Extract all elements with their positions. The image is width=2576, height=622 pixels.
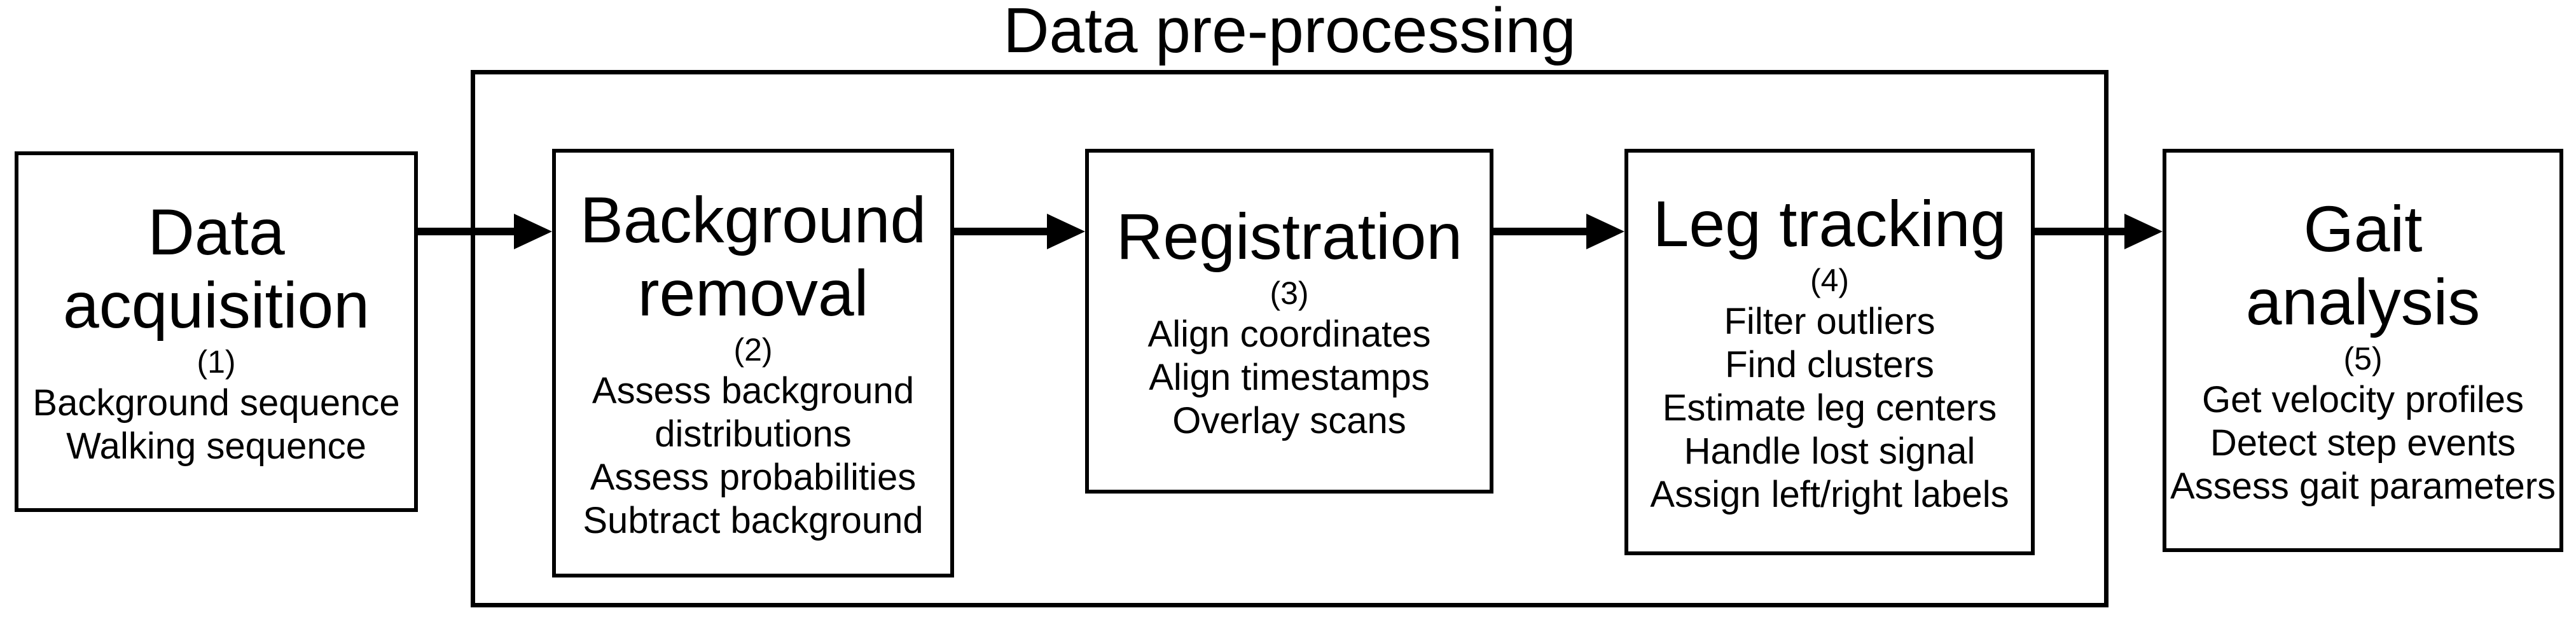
box-heading: Background removal: [580, 184, 926, 330]
box-items: Align coordinates Align timestamps Overl…: [1148, 313, 1431, 443]
heading-line: Gait: [2303, 193, 2423, 265]
heading-line: acquisition: [63, 268, 370, 342]
box-item: Estimate leg centers: [1662, 387, 1997, 429]
box-gait-analysis: Gait analysis (5) Get velocity profiles …: [2163, 149, 2563, 552]
arrow-head: [1586, 214, 1624, 249]
arrow-shaft: [2035, 228, 2129, 235]
box-leg-tracking: Leg tracking (4) Filter outliers Find cl…: [1624, 149, 2035, 555]
box-item: Subtract background: [583, 500, 924, 541]
box-heading: Leg tracking: [1653, 188, 2007, 261]
step-number: (4): [1810, 263, 1850, 298]
arrow-shaft: [954, 228, 1052, 235]
box-item: Overlay scans: [1172, 399, 1406, 441]
box-item: Walking sequence: [66, 425, 366, 467]
box-heading: Data acquisition: [63, 196, 370, 342]
box-item: Align timestamps: [1149, 356, 1430, 398]
box-items: Get velocity profiles Detect step events…: [2170, 378, 2556, 508]
box-item: Filter outliers: [1724, 301, 1935, 342]
box-heading: Gait analysis: [2246, 193, 2481, 339]
box-item: Detect step events: [2210, 422, 2516, 464]
preprocessing-group-rect: [471, 70, 2109, 607]
box-item: Align coordinates: [1147, 313, 1431, 355]
box-items: Background sequence Walking sequence: [32, 382, 399, 468]
heading-line: removal: [637, 257, 869, 329]
box-items: Filter outliers Find clusters Estimate l…: [1650, 300, 2009, 516]
flow-arrow-1-to-2: [418, 214, 552, 249]
step-number: (1): [197, 343, 236, 380]
arrow-head: [514, 214, 552, 249]
box-heading: Registration: [1116, 200, 1462, 273]
box-item: Get velocity profiles: [2201, 379, 2524, 420]
box-item: Assess probabilities: [590, 457, 917, 498]
step-number: (2): [733, 332, 773, 368]
heading-line: Background: [579, 184, 927, 256]
box-item: distributions: [654, 413, 852, 455]
arrow-shaft: [418, 228, 519, 235]
box-item: Handle lost signal: [1684, 431, 1976, 472]
box-registration: Registration (3) Align coordinates Align…: [1085, 149, 1493, 494]
box-data-acquisition: Data acquisition (1) Background sequence…: [15, 151, 418, 512]
step-number: (3): [1270, 275, 1309, 311]
flow-arrow-4-to-5: [2035, 214, 2163, 249]
box-item: Find clusters: [1725, 344, 1934, 385]
arrow-head: [2124, 214, 2163, 249]
heading-line: Leg tracking: [1652, 188, 2007, 260]
heading-line: Data: [148, 195, 285, 268]
heading-line: Registration: [1116, 200, 1463, 273]
arrow-head: [1047, 214, 1085, 249]
flow-arrow-3-to-4: [1493, 214, 1624, 249]
box-background-removal: Background removal (2) Assess background…: [552, 149, 954, 577]
step-number: (5): [2343, 341, 2383, 377]
heading-line: analysis: [2245, 266, 2481, 338]
box-item: Assess background: [592, 370, 915, 411]
diagram-title: Data pre-processing: [1003, 0, 1576, 66]
box-item: Assign left/right labels: [1650, 474, 2009, 515]
box-item: Background sequence: [32, 382, 400, 424]
box-items: Assess background distributions Assess p…: [583, 370, 923, 543]
flow-arrow-2-to-3: [954, 214, 1085, 249]
box-item: Assess gait parameters: [2170, 466, 2556, 507]
arrow-shaft: [1493, 228, 1591, 235]
